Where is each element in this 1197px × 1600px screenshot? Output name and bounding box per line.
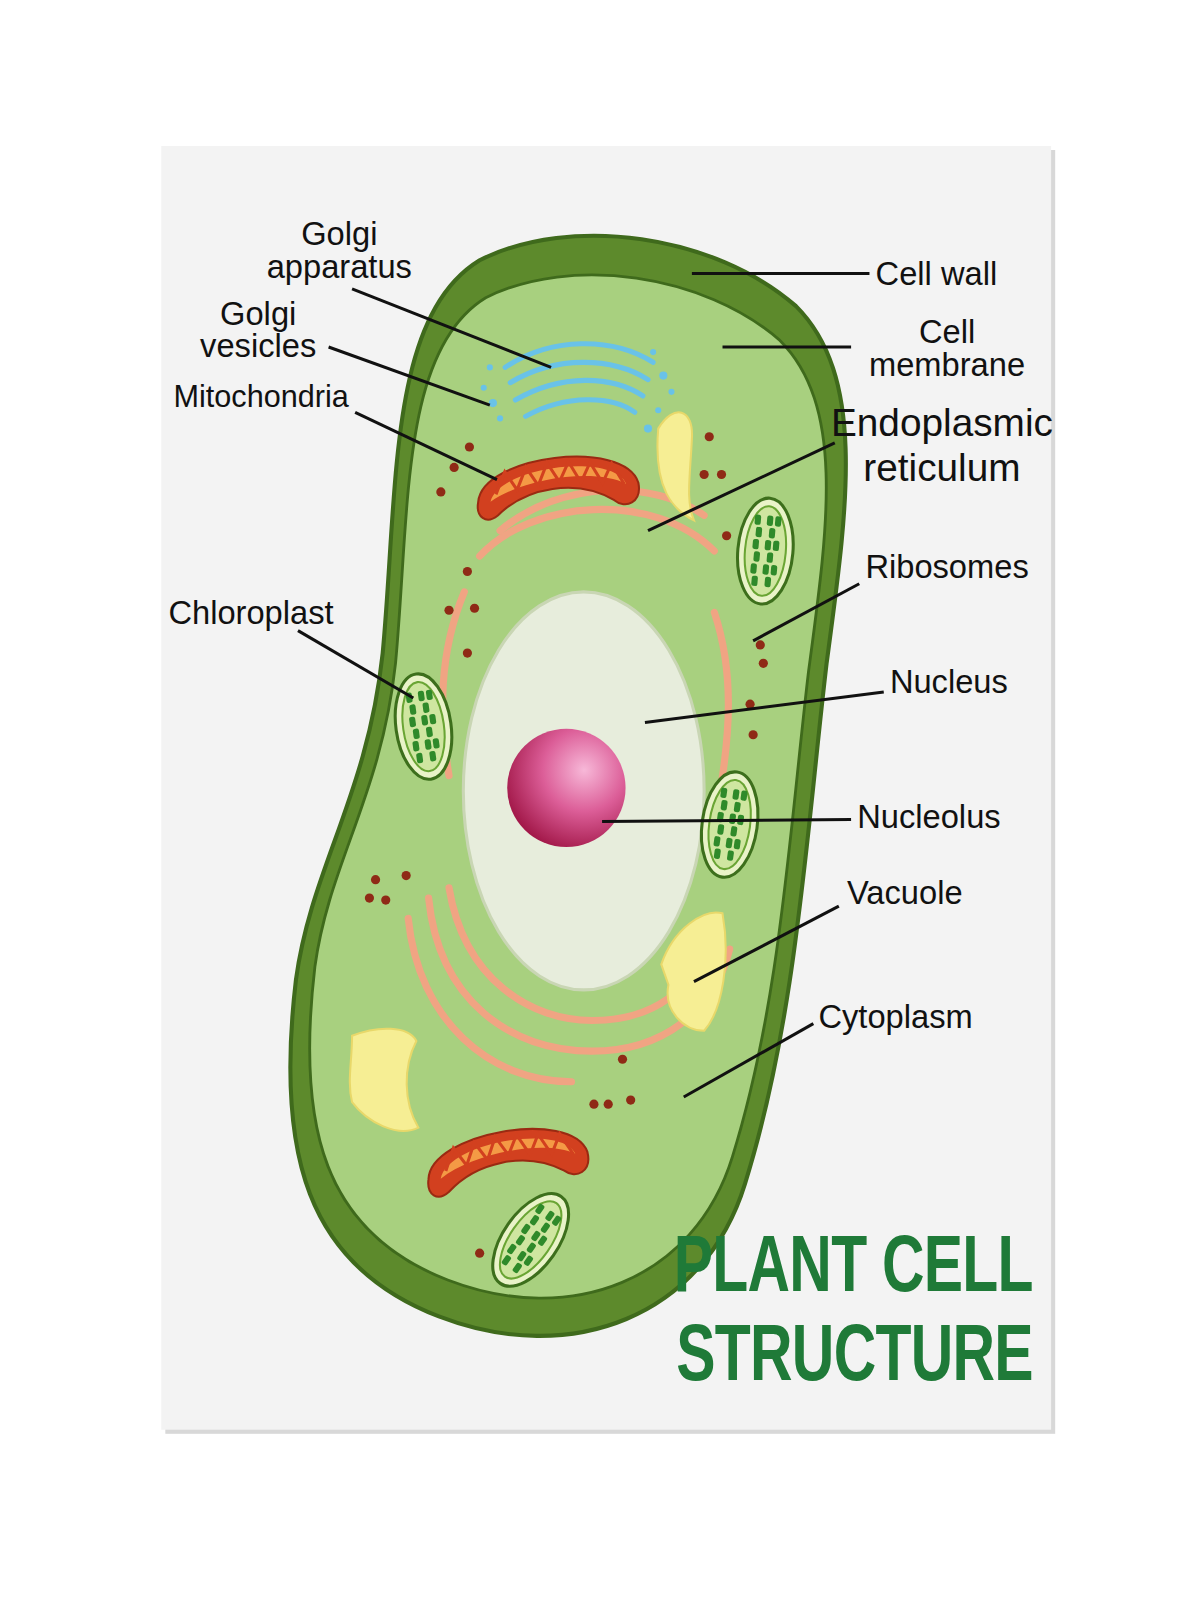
ribosome <box>722 531 731 540</box>
ribosome <box>450 463 459 472</box>
golgi-vesicles <box>481 349 675 433</box>
chloroplast <box>389 670 458 783</box>
chloroplast <box>695 768 764 881</box>
ribosome <box>444 606 453 615</box>
ribosome <box>700 470 709 479</box>
ribosome <box>705 432 714 441</box>
ribosome <box>463 649 472 658</box>
endoplasmic-reticulum <box>408 490 729 1082</box>
ribosome <box>436 487 445 496</box>
ribosome <box>626 1096 635 1105</box>
part-label: Vacuole <box>847 877 963 910</box>
ribosome <box>604 1100 613 1109</box>
part-label: Cell wall <box>876 257 998 290</box>
ribosome <box>475 1249 484 1258</box>
ribosome <box>371 875 380 884</box>
cell-wall <box>290 236 846 1336</box>
ribosome <box>365 893 374 902</box>
cell-membrane <box>310 275 827 1298</box>
part-label: Golgi apparatus <box>250 217 429 282</box>
ribosome <box>470 604 479 613</box>
part-label: Golgi vesicles <box>187 297 330 362</box>
nucleus <box>463 592 704 990</box>
leader-lines <box>298 273 884 1097</box>
part-label: Mitochondria <box>173 382 348 413</box>
ribosome <box>402 871 411 880</box>
mitochondrion <box>474 451 641 521</box>
part-label: Nucleolus <box>857 800 1000 833</box>
nucleolus <box>507 729 625 847</box>
part-label: Cell membrane <box>855 315 1039 380</box>
ribosome <box>618 1055 627 1064</box>
ribosome <box>717 470 726 479</box>
golgi-apparatus <box>505 344 653 417</box>
chloroplast <box>733 496 797 607</box>
part-label: Endoplasmic reticulum <box>829 401 1056 490</box>
poster-sheet <box>161 146 1051 1430</box>
part-label: Chloroplast <box>168 596 333 629</box>
part-label: Cytoplasm <box>818 1000 972 1033</box>
ribosome <box>589 1100 598 1109</box>
ribosome <box>381 895 390 904</box>
ribosome <box>463 567 472 576</box>
mitochondrion <box>422 1120 590 1198</box>
chloroplast <box>478 1181 584 1300</box>
ribosome <box>759 659 768 668</box>
ribosome <box>756 640 765 649</box>
part-label: Nucleus <box>890 665 1008 698</box>
part-label: Ribosomes <box>865 550 1028 583</box>
ribosome <box>749 730 758 739</box>
ribosome <box>465 442 474 451</box>
poster-title: PLANT CELL STRUCTURE <box>655 1219 1033 1397</box>
